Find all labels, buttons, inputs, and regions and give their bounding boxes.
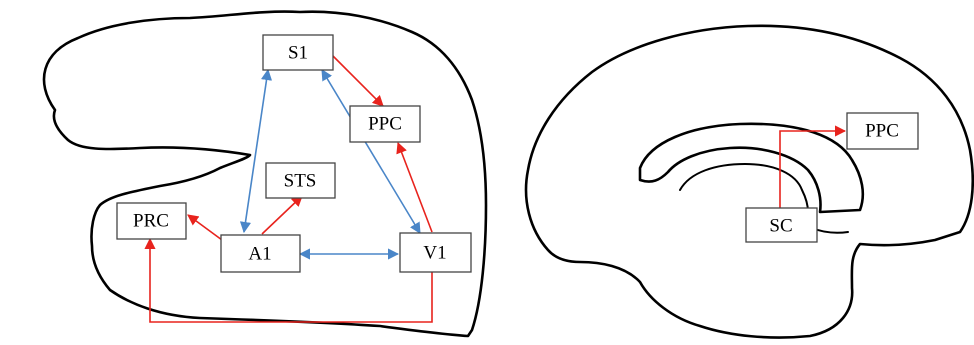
node-s1-label: S1	[288, 43, 308, 64]
node-ppc-right-box	[846, 112, 919, 150]
node-sc-box	[745, 207, 818, 243]
corpus-callosum-outer	[638, 122, 865, 214]
node-v1-label: V1	[423, 243, 446, 264]
node-ppc-right-label: PPC	[865, 121, 899, 142]
edge-v1-prc	[144, 237, 433, 323]
node-ppc-left-box	[349, 105, 421, 143]
node-sc: SC	[745, 207, 818, 243]
node-prc: PRC	[116, 202, 187, 240]
node-s1-box	[262, 34, 334, 71]
right-brain-outline	[524, 24, 974, 339]
edge-s1-ppc	[332, 55, 384, 107]
node-ppc-right: PPC	[846, 112, 919, 150]
node-prc-box	[116, 202, 187, 240]
edge-s1-v1	[321, 69, 421, 234]
node-ppc-left-label: PPC	[368, 114, 402, 135]
edge-v1-ppc	[396, 141, 433, 233]
node-sts: STS	[265, 162, 336, 199]
node-a1-box	[220, 234, 301, 273]
node-a1: A1	[220, 234, 301, 273]
node-sts-label: STS	[284, 171, 317, 192]
node-sc-label: SC	[769, 216, 792, 237]
node-sts-box	[265, 162, 336, 199]
edge-sc-ppc	[779, 125, 847, 208]
node-v1: V1	[399, 232, 472, 273]
node-ppc-left: PPC	[349, 105, 421, 143]
node-s1: S1	[262, 34, 334, 71]
edge-a1-s1	[239, 68, 273, 234]
edge-a1-sts	[261, 195, 303, 235]
node-prc-label: PRC	[133, 211, 169, 232]
edge-a1-prc	[187, 214, 223, 241]
node-v1-box	[399, 232, 472, 273]
corpus-callosum-inner	[679, 163, 809, 213]
node-a1-label: A1	[248, 244, 271, 265]
